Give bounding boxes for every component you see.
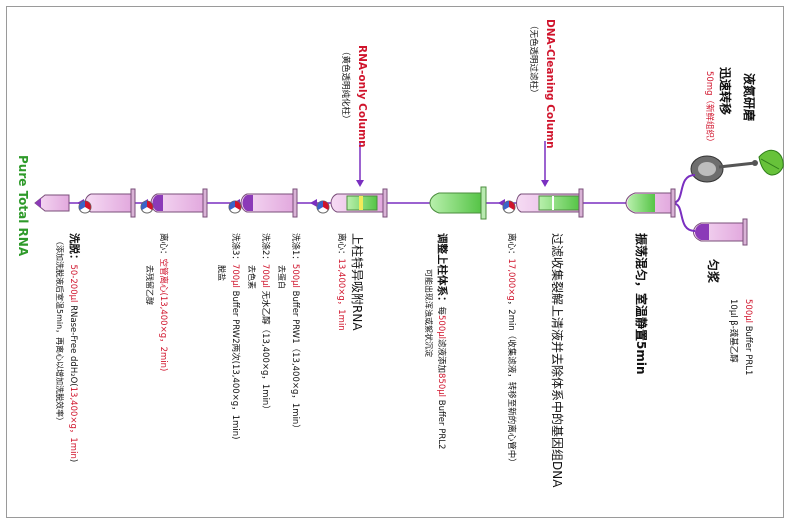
- step-wash3-label: 洗涤3：: [230, 233, 240, 264]
- centrifuge-rotor-icon: [502, 200, 516, 214]
- step-wash1-label: 洗涤1：: [290, 233, 300, 264]
- step-wash2-vol: 700μl: [260, 263, 270, 288]
- step-adjust-a: 每: [436, 306, 446, 316]
- step-adjust-d: 850μl: [436, 373, 446, 398]
- centrifuge-tube-icon: [429, 186, 487, 220]
- spin-column-icon: [84, 188, 136, 218]
- step-adjust-note: 可能出现浑浊或絮状沉淀: [424, 269, 433, 357]
- step-wash3: 洗涤3：700μl Buffer PRW2两次(13,400×g，1min): [230, 233, 240, 440]
- step-elute-mid: RNase-Free ddH₂O(: [68, 302, 78, 387]
- step-wash2-label: 洗涤2：: [260, 233, 270, 264]
- step-bind-title: 上柱特异吸附RNA: [350, 233, 364, 331]
- dna-column-name: DNA-Cleaning Column: [544, 19, 556, 149]
- centrifuge-rotor-icon: [78, 200, 92, 214]
- step-dna-centrifuge-speed: 17,000×g: [506, 258, 516, 301]
- step-spin-label: 离心：: [158, 233, 168, 259]
- centrifuge-rotor-icon: [140, 200, 154, 214]
- centrifuge-rotor-icon: [228, 200, 242, 214]
- step-wash3-note: 脱盐: [217, 265, 226, 281]
- spin-column-icon: [330, 188, 388, 218]
- step-elute-cond: 13,400×g，1min: [68, 386, 78, 459]
- step-elute-note: （添加洗脱液后室温5min，再离心以增加洗脱效率）: [55, 237, 64, 426]
- step-dna-centrifuge: 离心：17,000×g，2min（收集滤液，转移至新的离心管中）: [506, 233, 516, 467]
- centrifuge-tube-icon: [693, 218, 748, 246]
- step-elute-end: ): [68, 458, 78, 463]
- step-wash2-note: 去色素: [247, 265, 256, 289]
- spin-column-icon: [516, 188, 584, 218]
- branch-top-subtitle: 迅速转移: [718, 67, 732, 116]
- branch-bottom-buffer: 500μl Buffer PRL1: [743, 299, 753, 376]
- step-wash1-rest: Buffer PRW1（13,400×g，1min）: [290, 287, 300, 433]
- centrifuge-tube-icon: [625, 188, 676, 218]
- protocol-diagram: 液氮研磨 迅速转移 50mg（新鲜组织） 匀浆 500μl Buffer PRL…: [6, 6, 784, 518]
- step-spin-value: 空管离心(13,400×g，2min): [158, 258, 168, 372]
- branch-bottom-buffer-name: Buffer PRL1: [743, 325, 753, 376]
- step-dna-title: 过滤收集裂解上清液并去除体系中的基因组DNA: [550, 233, 564, 488]
- branch-top-title: 液氮研磨: [742, 73, 756, 122]
- step-adjust-b: 500μl: [436, 315, 446, 340]
- step-wash1-vol: 500μl: [290, 263, 300, 288]
- centrifuge-tube-icon: [34, 194, 70, 212]
- step-spin-note: 去残留乙醇: [145, 265, 154, 305]
- centrifuge-rotor-icon: [316, 200, 330, 214]
- branch-bottom-note: 10μl β-巯基乙醇: [728, 299, 738, 363]
- flow-graphics: [34, 141, 784, 246]
- step-wash2-rest: 无水乙醇（13,400×g，1min）: [260, 287, 270, 414]
- step-wash1: 洗涤1：500μl Buffer PRW1（13,400×g，1min）: [290, 233, 300, 433]
- mortar-grinder-icon: [690, 155, 758, 183]
- spin-column-icon: [150, 188, 208, 218]
- step-wash3-vol: 700μl: [230, 263, 240, 288]
- step-dna-centrifuge-rest: ，2min（收集滤液，转移至新的离心管中）: [506, 300, 516, 467]
- leaf-icon: [758, 149, 784, 176]
- step-spin: 离心：空管离心(13,400×g，2min): [158, 233, 168, 372]
- rna-column-name: RNA-only Column: [356, 45, 368, 148]
- step-adjust-c: 滤液添加: [436, 339, 446, 374]
- step-wash3-rest: Buffer PRW2两次(13,400×g，1min): [230, 287, 240, 440]
- dna-column-desc: （无色透明过滤柱）: [528, 21, 538, 98]
- result-label: Pure Total RNA: [16, 155, 30, 257]
- step-dna-centrifuge-label: 离心：: [506, 233, 516, 259]
- step-adjust-title: 调整上柱体系：: [436, 233, 448, 307]
- step-adjust-e: Buffer PRL2: [436, 397, 446, 450]
- step-mix: 振荡混匀，室温静置5min: [634, 233, 648, 375]
- step-wash1-note: 去蛋白: [277, 265, 286, 289]
- step-adjust: 调整上柱体系：每500μl滤液添加850μl Buffer PRL2: [436, 233, 448, 450]
- step-elute-vol: 50-200μl: [68, 264, 78, 303]
- rna-column-desc: （黄色透明纯化柱）: [340, 47, 350, 124]
- branch-bottom-title: 匀浆: [706, 259, 720, 284]
- step-elute: 洗脱：50-200μl RNase-Free ddH₂O(13,400×g，1m…: [68, 233, 80, 463]
- step-bind-centrifuge: 离心：13,400×g，1min: [336, 233, 346, 331]
- step-bind-centrifuge-value: 13,400×g，1min: [336, 258, 346, 331]
- branch-bottom-buffer-vol: 500μl: [743, 299, 753, 323]
- spin-column-icon: [240, 188, 298, 218]
- branch-top-amount: 50mg（新鲜组织）: [704, 71, 714, 147]
- step-wash2: 洗涤2：700μl 无水乙醇（13,400×g，1min）: [260, 233, 270, 414]
- step-bind-centrifuge-label: 离心：: [336, 233, 346, 259]
- step-elute-label: 洗脱：: [68, 233, 80, 265]
